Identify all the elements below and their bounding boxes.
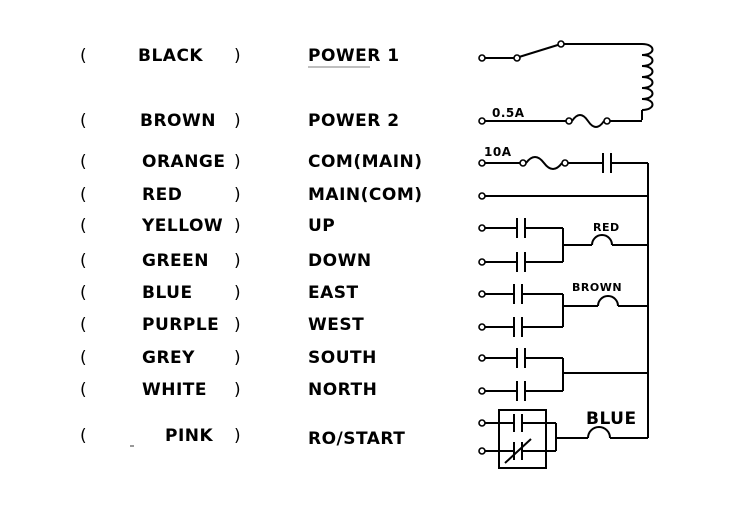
wire-color-label: PURPLE <box>142 315 220 335</box>
wire-function-label: POWER 1 <box>308 46 400 66</box>
paren-open: ( <box>80 380 88 400</box>
wire-function-label: UP <box>308 216 336 236</box>
contact-pair-east-west <box>478 284 598 337</box>
fuse-rating-label: 10A <box>484 145 512 159</box>
paren-close: ) <box>234 111 242 131</box>
wire-color-label: YELLOW <box>142 216 224 236</box>
paren-open: ( <box>80 283 88 303</box>
fuse-rating-label: 0.5A <box>492 106 525 120</box>
paren-close: ) <box>234 380 242 400</box>
lamp-blue-icon <box>587 426 648 439</box>
paren-close: ) <box>234 348 242 368</box>
lamp-label: RED <box>593 221 620 234</box>
paren-open: ( <box>80 111 88 131</box>
paren-open: ( <box>80 348 88 368</box>
lamp-label: BROWN <box>572 281 623 294</box>
paren-close: ) <box>234 152 242 172</box>
power-switch-icon <box>478 40 642 62</box>
wire-color-label: GREEN <box>142 251 209 271</box>
wire-function-label: WEST <box>308 315 365 335</box>
paren-open: ( <box>80 46 88 66</box>
paren-open: ( <box>80 152 88 172</box>
paren-open: ( <box>80 315 88 335</box>
paren-open: ( <box>80 251 88 271</box>
paren-close: ) <box>234 216 242 236</box>
wire-color-label: RED <box>142 185 183 205</box>
wire-function-label: DOWN <box>308 251 372 271</box>
wire-function-label: COM(MAIN) <box>308 152 423 172</box>
paren-open: ( <box>80 185 88 205</box>
paren-close: ) <box>234 426 242 446</box>
contact-pair-south-north <box>478 348 648 401</box>
wire-color-label: BROWN <box>140 111 216 131</box>
wire-color-label: WHITE <box>142 380 208 400</box>
paren-close: ) <box>234 251 242 271</box>
wire-color-label: BLACK <box>138 46 204 66</box>
lamp-brown-icon <box>597 295 648 307</box>
paren-close: ) <box>234 283 242 303</box>
paren-open: ( <box>80 216 88 236</box>
wire-color-label: BLUE <box>142 283 193 303</box>
wire-color-label: GREY <box>142 348 195 368</box>
paren-close: ) <box>234 315 242 335</box>
wire-color-label: PINK <box>165 426 214 446</box>
main-contact-icon <box>602 153 648 173</box>
paren-close: ) <box>234 46 242 66</box>
coil-icon <box>641 43 654 120</box>
paren-close: ) <box>234 185 242 205</box>
contact-pair-up-down <box>478 218 592 272</box>
wire-function-label: RO/START <box>308 429 406 449</box>
start-contact-icon <box>478 409 588 469</box>
wire-function-label: POWER 2 <box>308 111 400 131</box>
fuse-icon <box>478 114 642 128</box>
lamp-label: BLUE <box>586 409 637 429</box>
paren-open: ( <box>80 426 88 446</box>
wire-function-label: EAST <box>308 283 359 303</box>
wire-function-label: SOUTH <box>308 348 377 368</box>
wire-function-label: NORTH <box>308 380 378 400</box>
wire-color-label: ORANGE <box>142 152 226 172</box>
lamp-red-icon <box>591 234 648 246</box>
wire-function-label: MAIN(COM) <box>308 185 423 205</box>
main-fuse-icon <box>478 156 603 170</box>
